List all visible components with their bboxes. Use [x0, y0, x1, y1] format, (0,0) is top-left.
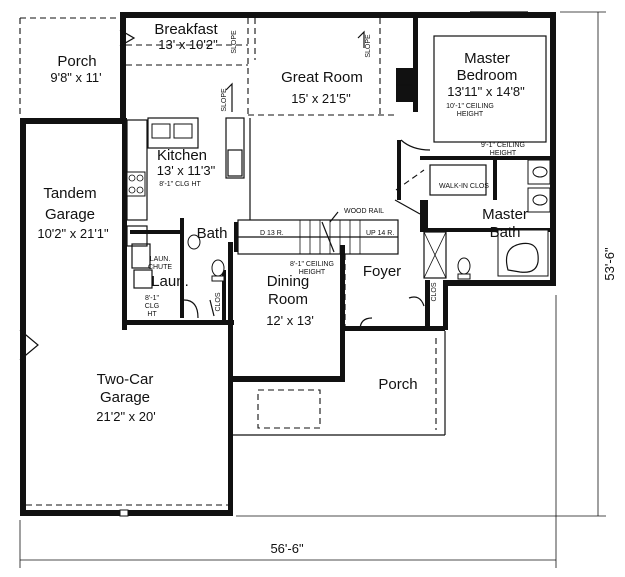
dining-room-note-2: HEIGHT — [299, 269, 326, 276]
dining-room-name-1: Dining — [267, 273, 310, 290]
great-room-name: Great Room — [281, 69, 363, 86]
porch-front-name: Porch — [378, 376, 417, 393]
dining-foyer-details — [344, 254, 425, 331]
dining-room-name-2: Room — [268, 291, 308, 308]
room-labels: Porch 9'8" x 11' Breakfast 13' x 10'2" G… — [37, 21, 528, 424]
slope-note-kitchen: SLOPE — [221, 88, 228, 112]
garage-details — [19, 225, 228, 517]
overall-depth-label: 53'-6" — [602, 247, 617, 281]
dimension-lines — [19, 11, 606, 568]
master-bath-details — [423, 159, 551, 280]
kitchen-dims: 13' x 11'3" — [157, 163, 216, 178]
wood-rail-note: WOOD RAIL — [344, 208, 384, 215]
tandem-garage-name-2: Garage — [45, 206, 95, 223]
great-room-dims: 15' x 21'5" — [291, 91, 351, 106]
master-bedroom-note-1: 10'-1" CEILING — [446, 103, 494, 110]
two-car-garage-name-1: Two-Car — [97, 371, 154, 388]
stair-down-note: D 13 R. — [260, 230, 284, 237]
walk-in-closet-name: WALK-IN CLOS — [439, 183, 489, 190]
stair-up-note: UP 14 R. — [366, 230, 394, 237]
slope-note-breakfast: SLOPE — [231, 30, 238, 54]
laundry-ceiling-2: CLG — [145, 303, 159, 310]
two-car-garage-dims: 21'2" x 20' — [96, 409, 155, 424]
left-porch-outline — [19, 17, 136, 118]
bath-laundry-details — [131, 234, 225, 319]
dining-room-dims: 12' x 13' — [266, 313, 314, 328]
master-bedroom-name-2: Bedroom — [457, 67, 518, 84]
master-bath-name-2: Bath — [490, 224, 521, 241]
master-bath-note-2: HEIGHT — [490, 150, 517, 157]
closet-note-laundry: CLOS — [215, 292, 222, 311]
overall-dimensions: 56'-6" 53'-6" — [270, 247, 617, 556]
tandem-garage-name-1: Tandem — [43, 185, 96, 202]
master-bedroom-details — [400, 11, 547, 151]
kitchen-note: 8'-1" CLG HT — [159, 181, 201, 188]
laundry-ceiling-1: 8'-1" — [145, 295, 159, 302]
breakfast-dims: 13' x 10'2" — [158, 37, 218, 52]
great-room-details — [248, 18, 412, 116]
closet-note-foyer: CLOS — [431, 282, 438, 301]
master-bedroom-name-1: Master — [464, 50, 510, 67]
foyer-name: Foyer — [363, 263, 401, 280]
master-bath-note-1: 9'-1" CEILING — [481, 142, 525, 149]
laundry-name: Laun. — [151, 273, 189, 290]
kitchen-details — [126, 117, 251, 221]
porch-left-dims: 9'8" x 11' — [50, 70, 101, 85]
staircase — [237, 169, 425, 255]
front-porch-outline — [231, 331, 446, 516]
dining-room-note-1: 8'-1" CEILING — [290, 261, 334, 268]
two-car-garage-name-2: Garage — [100, 389, 150, 406]
breakfast-details — [126, 18, 249, 115]
laundry-chute-2: CHUTE — [148, 264, 172, 271]
bath-name: Bath — [197, 225, 228, 242]
master-bath-name-1: Master — [482, 206, 528, 223]
annotations: WOOD RAIL D 13 R. UP 14 R. 8'-1" CLG HT … — [145, 30, 438, 318]
porch-left-name: Porch — [57, 53, 96, 70]
master-bedroom-note-2: HEIGHT — [457, 111, 484, 118]
slope-note-great-room: SLOPE — [365, 34, 372, 58]
overall-width-label: 56'-6" — [270, 541, 304, 556]
master-bedroom-dims: 13'11" x 14'8" — [447, 84, 525, 99]
tandem-garage-dims: 10'2" x 21'1" — [37, 226, 109, 241]
laundry-chute-1: LAUN. — [150, 256, 171, 263]
kitchen-name: Kitchen — [157, 147, 207, 164]
breakfast-name: Breakfast — [154, 21, 218, 38]
laundry-ceiling-3: HT — [147, 311, 157, 318]
